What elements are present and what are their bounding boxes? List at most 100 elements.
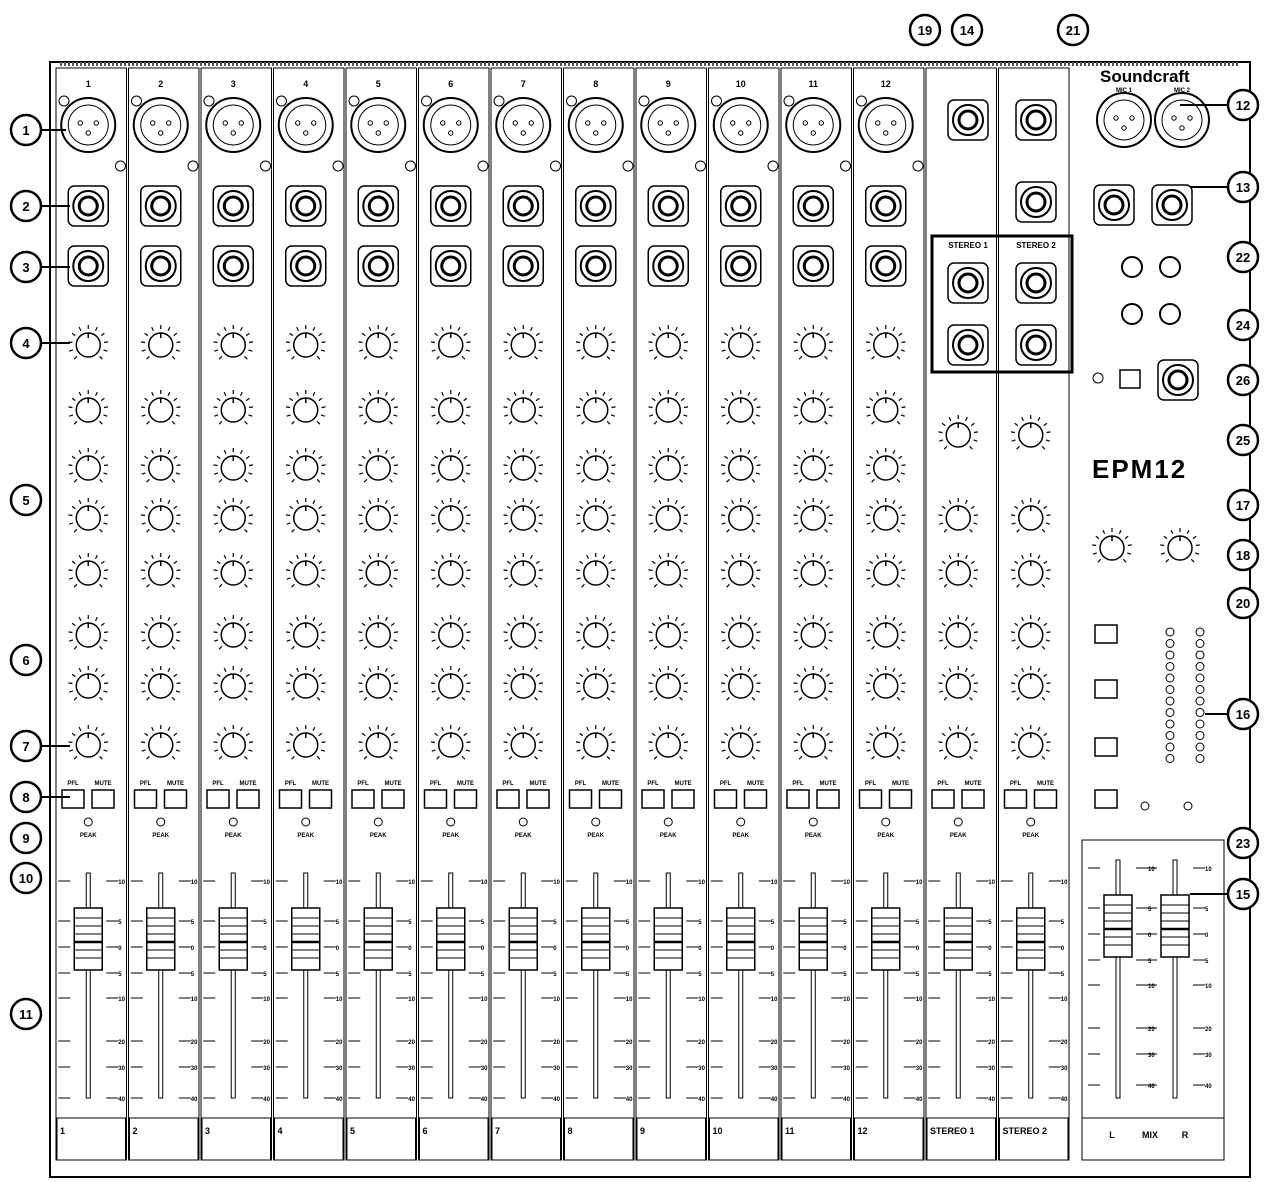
channel-fader-cap[interactable] bbox=[1016, 907, 1046, 971]
pan-knob-tick bbox=[798, 755, 803, 760]
mute-button[interactable] bbox=[91, 789, 115, 809]
gain-knob-tick bbox=[606, 355, 611, 360]
pfl-button[interactable] bbox=[351, 789, 375, 809]
stereo-eq-low-knob bbox=[1010, 553, 1051, 588]
xlr-input-body[interactable] bbox=[422, 97, 479, 153]
xlr-input-body[interactable] bbox=[495, 97, 552, 153]
aux2-knob-tick bbox=[680, 673, 685, 678]
xlr-input-body[interactable] bbox=[350, 97, 407, 153]
eq-mid-freq-knob-tick bbox=[248, 472, 253, 475]
insert-jack bbox=[212, 245, 254, 287]
pfl-button[interactable] bbox=[61, 789, 85, 809]
mute-button[interactable] bbox=[888, 789, 913, 809]
xlr-input-body[interactable] bbox=[132, 97, 189, 153]
peak-led bbox=[228, 817, 238, 827]
eq-high-knob-tick bbox=[359, 414, 364, 417]
channel-fader-cap[interactable] bbox=[436, 907, 466, 971]
mute-button[interactable] bbox=[526, 789, 550, 809]
channel-fader-cap[interactable] bbox=[363, 907, 393, 971]
xlr-input-body[interactable] bbox=[640, 97, 697, 153]
channel-fader-cap[interactable] bbox=[73, 907, 103, 971]
pfl-button[interactable] bbox=[931, 789, 955, 809]
control-room-switch[interactable] bbox=[1094, 737, 1118, 757]
channel-fader-cap[interactable] bbox=[943, 907, 973, 971]
pfl-button[interactable] bbox=[858, 789, 883, 809]
aux1-pre-post-switch[interactable] bbox=[1094, 624, 1118, 644]
channel-fader-cap[interactable] bbox=[871, 907, 901, 971]
eq-high-knob-tick bbox=[803, 391, 807, 397]
master-mix-label: MIX bbox=[1142, 1130, 1158, 1140]
xlr-input-body[interactable] bbox=[712, 97, 769, 153]
pfl-button[interactable] bbox=[568, 789, 593, 809]
pfl-button[interactable] bbox=[133, 789, 158, 809]
mute-button[interactable] bbox=[1033, 789, 1058, 809]
xlr-input-body[interactable] bbox=[277, 97, 334, 153]
aux2-knob-tick bbox=[1041, 696, 1046, 701]
phantom-power-switch[interactable] bbox=[1119, 369, 1141, 389]
aux2-knob-tick bbox=[361, 673, 366, 678]
eq-mid-knob-tick bbox=[900, 522, 905, 525]
mix-out-left-xlr-body[interactable] bbox=[1096, 92, 1152, 148]
pfl-button[interactable] bbox=[786, 789, 810, 809]
aux2-knob-tick bbox=[731, 667, 735, 673]
mute-button[interactable] bbox=[308, 789, 333, 809]
master-fader-left-cap[interactable] bbox=[1103, 894, 1133, 958]
stereo-gain-knob bbox=[938, 415, 979, 450]
pan-knob-tick bbox=[78, 726, 82, 732]
mute-button[interactable] bbox=[598, 789, 623, 809]
mute-button[interactable] bbox=[236, 789, 260, 809]
xlr-input bbox=[495, 97, 552, 153]
pfl-button[interactable] bbox=[641, 789, 665, 809]
xlr-input-body[interactable] bbox=[857, 97, 914, 153]
aux2-knob bbox=[503, 666, 544, 701]
pfl-button[interactable] bbox=[496, 789, 520, 809]
eq-mid-freq-knob-tick bbox=[361, 455, 366, 460]
channel-fader-cap[interactable] bbox=[726, 907, 756, 971]
channel-fader-cap[interactable] bbox=[508, 907, 538, 971]
aux2-knob-tick bbox=[586, 667, 590, 673]
eq-low-knob-tick bbox=[100, 560, 105, 565]
channel-fader-cap[interactable] bbox=[291, 907, 321, 971]
xlr-input-body[interactable] bbox=[567, 97, 624, 153]
stereo-gain-knob bbox=[1010, 415, 1051, 450]
eq-high-knob bbox=[720, 390, 761, 425]
aux1-knob-tick bbox=[431, 639, 436, 642]
stereo2-left-jack-ring bbox=[1025, 272, 1047, 294]
xlr-input-body[interactable] bbox=[785, 97, 842, 153]
channel-fader-cap[interactable] bbox=[798, 907, 828, 971]
gain-knob-tick bbox=[581, 355, 585, 360]
mute-button[interactable] bbox=[163, 789, 188, 809]
aux2-knob-tick bbox=[1014, 673, 1019, 678]
aux2-pre-post-switch[interactable] bbox=[1094, 679, 1118, 699]
pfl-button[interactable] bbox=[1003, 789, 1028, 809]
channel-fader-cap[interactable] bbox=[218, 907, 248, 971]
channel-fader-cap[interactable] bbox=[146, 907, 176, 971]
eq-mid-knob-tick bbox=[865, 514, 871, 517]
mix-out-right-xlr-body[interactable] bbox=[1154, 92, 1210, 148]
eq-low-knob-tick bbox=[389, 583, 393, 588]
mute-button[interactable] bbox=[671, 789, 695, 809]
pan-knob-tick bbox=[457, 726, 461, 732]
mute-button[interactable] bbox=[743, 789, 768, 809]
eq-mid-knob-tick bbox=[213, 514, 218, 517]
pfl-button[interactable] bbox=[206, 789, 230, 809]
mute-button[interactable] bbox=[381, 789, 405, 809]
pfl-button[interactable] bbox=[713, 789, 738, 809]
channel-fader-cap[interactable] bbox=[581, 907, 611, 971]
pfl-button[interactable] bbox=[423, 789, 448, 809]
gain-knob-tick bbox=[321, 341, 326, 344]
channel-fader-scale-label: 5 bbox=[408, 920, 412, 926]
mute-button[interactable] bbox=[961, 789, 985, 809]
xlr-input-body[interactable] bbox=[205, 97, 262, 153]
xlr-input-body[interactable] bbox=[60, 97, 117, 153]
channel-fader-scale-label: 30 bbox=[771, 1066, 778, 1072]
pfl-button[interactable] bbox=[278, 789, 303, 809]
eq-mid-knob-tick bbox=[680, 505, 685, 510]
master-fader-right-cap[interactable] bbox=[1160, 894, 1190, 958]
mute-button[interactable] bbox=[453, 789, 478, 809]
tape-to-mix-switch[interactable] bbox=[1094, 789, 1118, 809]
mute-button[interactable] bbox=[816, 789, 840, 809]
eq-mid-freq-knob-tick bbox=[291, 478, 295, 483]
channel-fader-cap[interactable] bbox=[653, 907, 683, 971]
